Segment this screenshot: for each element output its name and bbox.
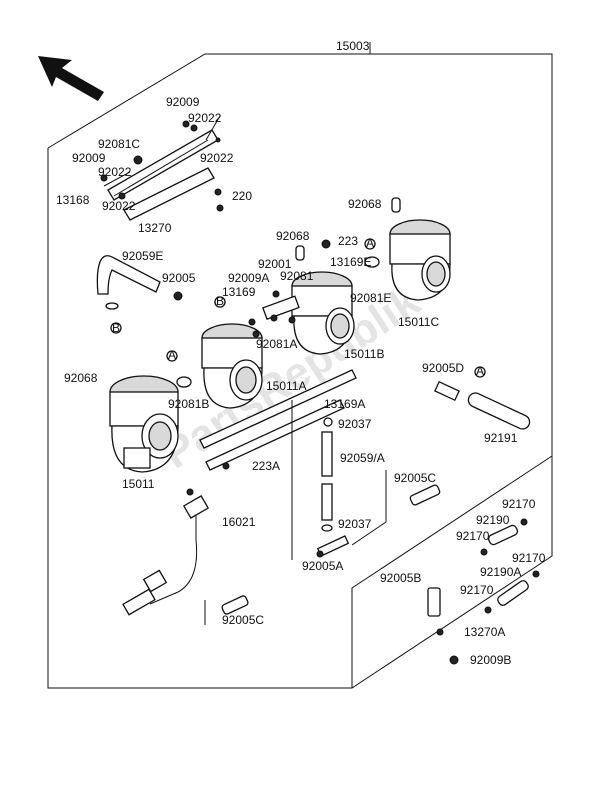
marker-b2: B <box>216 294 224 308</box>
callout-label: 92001 <box>258 257 292 271</box>
callout-label: 220 <box>232 189 252 203</box>
carburetor-15011c: A <box>364 197 451 301</box>
callout-label: 92190 <box>476 513 510 527</box>
callout-label: 16021 <box>222 515 256 529</box>
callout-label: 13168 <box>56 193 90 207</box>
carburetor-15011 <box>109 375 179 473</box>
callout-label: 92068 <box>348 197 382 211</box>
marker-b1: B <box>112 321 120 335</box>
marker-a1-group: A B <box>166 294 226 362</box>
callout-label: 92009 <box>166 95 200 109</box>
callout-label: 92009A <box>228 271 269 285</box>
fuel-rail-assembly <box>100 120 224 221</box>
callout-label: 92005B <box>380 571 421 585</box>
callout-label: 92022 <box>200 151 234 165</box>
callout-label: 92005A <box>302 559 343 573</box>
callout-label: 92081C <box>98 137 140 151</box>
callout-label: 92059E <box>122 249 163 263</box>
callout-label: 92022 <box>188 111 222 125</box>
lower-right-fittings <box>427 518 540 665</box>
fitting-92005c <box>409 484 441 506</box>
callout-label: 92081E <box>350 291 391 305</box>
callout-label: 92022 <box>98 165 132 179</box>
callout-label: 15011 <box>122 477 155 491</box>
callout-label: 92081A <box>256 337 297 351</box>
callout-label: 92190A <box>480 565 521 579</box>
hose-92059e: B <box>96 255 183 335</box>
callout-label: 92170 <box>456 529 490 543</box>
callout-label: 92005 <box>162 271 196 285</box>
carburetor-15011b <box>262 239 355 355</box>
callout-label: 13169E <box>330 255 371 269</box>
callout-label: 92037 <box>338 417 372 431</box>
callout-label: 92081 <box>280 269 314 283</box>
callout-label: 223 <box>338 234 358 248</box>
callout-label: 92005D <box>422 361 464 375</box>
callout-labels: 15003 92009 92022 92081C 92009 92022 920… <box>56 39 546 667</box>
callout-label: 92022 <box>102 199 136 213</box>
callout-label: 13169A <box>324 397 365 411</box>
hose-92191: A <box>434 364 531 430</box>
callout-label: 15011C <box>398 315 439 329</box>
hose-92059a <box>316 417 350 558</box>
carburetor-15011a <box>176 296 263 409</box>
callout-label: 13169 <box>222 285 256 299</box>
front-direction-arrow <box>38 56 104 101</box>
callout-label: 13270 <box>138 221 172 235</box>
marker-a3: A <box>366 236 374 250</box>
callout-label: 92081B <box>168 397 209 411</box>
callout-label: 92009 <box>72 151 106 165</box>
choke-cable-16021 <box>122 488 210 616</box>
linkage-bar-13169a <box>199 369 357 471</box>
callout-label: 92170 <box>512 551 546 565</box>
callout-label: 13270A <box>464 625 505 639</box>
callout-label: 92005C <box>394 471 436 485</box>
fitting-92005c-bottom <box>221 595 249 615</box>
callout-label: 92005C <box>222 613 264 627</box>
callout-label: 92170 <box>502 497 536 511</box>
callout-label: 92059/A <box>340 451 385 465</box>
callout-label: 92037 <box>338 517 372 531</box>
marker-a2: A <box>476 364 484 378</box>
callout-label: 92170 <box>460 583 494 597</box>
leader-lines <box>103 115 387 625</box>
callout-label: 15011A <box>266 379 306 393</box>
callout-label: 223A <box>252 459 280 473</box>
callout-label: 15011B <box>344 347 384 361</box>
marker-a1: A <box>168 348 176 362</box>
assembly-number-label: 15003 <box>336 39 370 53</box>
callout-label: 92068 <box>64 371 98 385</box>
callout-label: 92191 <box>484 431 518 445</box>
callout-label: 92009B <box>470 653 511 667</box>
assembly-frame <box>47 42 553 689</box>
callout-label: 92068 <box>276 229 310 243</box>
